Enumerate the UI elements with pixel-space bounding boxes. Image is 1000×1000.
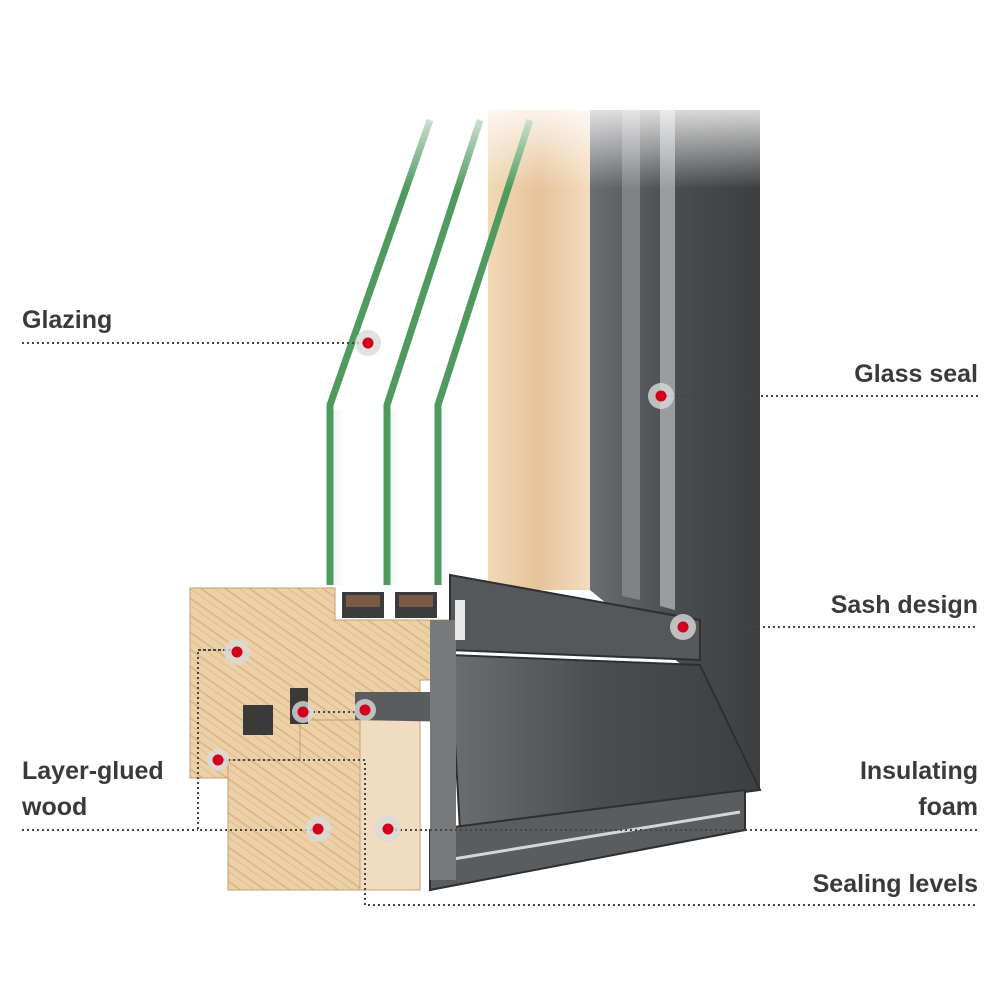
spacer-2-fill (399, 595, 433, 607)
marker-insulating-foam (375, 816, 401, 842)
label-sash-design: Sash design (830, 591, 978, 619)
label-glass-seal: Glass seal (854, 360, 978, 388)
label-glazing: Glazing (22, 306, 113, 334)
label-insulating-foam-line2: foam (918, 793, 978, 821)
thermal-break-1 (430, 620, 456, 880)
marker-gasket-1 (292, 701, 314, 723)
marker-gasket-3 (207, 749, 229, 771)
markers (207, 330, 696, 842)
marker-glazing (355, 330, 381, 356)
insulating-foam-block (359, 719, 421, 891)
label-sealing-levels: Sealing levels (812, 870, 978, 898)
marker-sash-design (670, 614, 696, 640)
thermal-break-2 (455, 600, 465, 640)
glass-pane-1 (330, 410, 345, 585)
marker-sash-wood (224, 639, 250, 665)
marker-gasket-2 (354, 699, 376, 721)
bottom-section (189, 573, 762, 892)
label-layer-glued-wood: Layer-glued wood (22, 753, 164, 825)
layer-glued-wood-leader-1 (197, 649, 318, 831)
spacer-1-fill (346, 595, 380, 607)
upper-frame (300, 90, 780, 790)
gasket-1 (243, 705, 273, 735)
aluminium-frame-profile (448, 653, 762, 832)
label-layer-glued-wood-line1: Layer-glued (22, 757, 164, 785)
marker-glass-seal (648, 383, 674, 409)
label-insulating-foam-line1: Insulating (859, 757, 978, 785)
profile-highlight (434, 810, 741, 864)
label-insulating-foam: Insulating foam (860, 753, 978, 825)
marker-frame-wood (305, 816, 331, 842)
label-layer-glued-wood-line2: wood (22, 793, 88, 821)
